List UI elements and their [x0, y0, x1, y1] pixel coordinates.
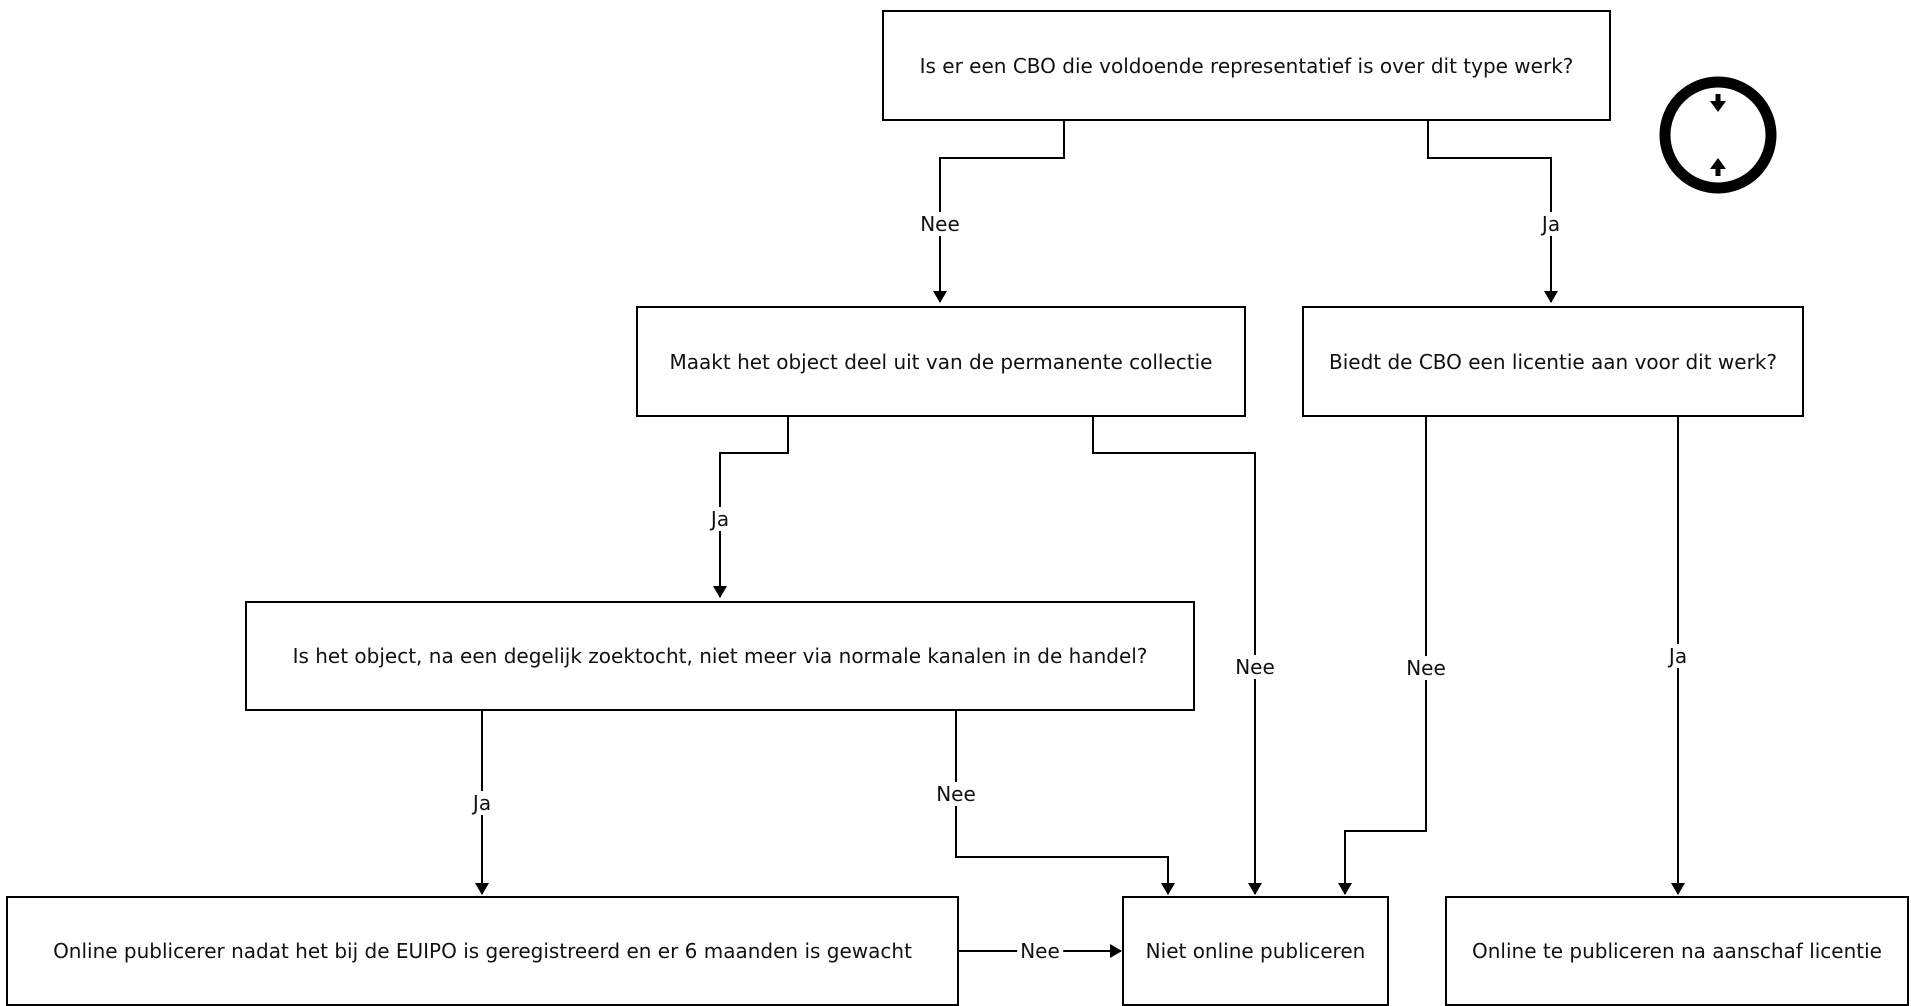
edge-label-handel-ja: Ja [469, 791, 495, 815]
edge-label-collectie-ja: Ja [707, 507, 733, 531]
result-publish-after-license[interactable]: Online te publiceren na aanschaf licenti… [1445, 896, 1909, 1006]
edge-label-licentie-nee: Nee [1403, 656, 1449, 680]
edge-handel-nee [955, 711, 1175, 895]
edge-label-euipo-nee: Nee [1017, 939, 1063, 963]
edge-cbo-ja [1427, 121, 1558, 303]
question-cbo-license[interactable]: Biedt de CBO een licentie aan voor dit w… [1302, 306, 1804, 417]
edge-licentie-nee [1338, 417, 1427, 895]
question-out-of-commerce[interactable]: Is het object, na een degelijk zoektocht… [245, 601, 1195, 711]
edge-label-cbo-ja: Ja [1538, 212, 1564, 236]
edge-label-cbo-nee: Nee [917, 212, 963, 236]
question-cbo-representative[interactable]: Is er een CBO die voldoende representati… [882, 10, 1611, 121]
result-do-not-publish[interactable]: Niet online publiceren [1122, 896, 1389, 1006]
question-permanent-collection[interactable]: Maakt het object deel uit van de permane… [636, 306, 1246, 417]
result-euipo-publish[interactable]: Online publicerer nadat het bij de EUIPO… [6, 896, 959, 1006]
edge-label-licentie-ja: Ja [1665, 644, 1691, 668]
edge-label-handel-nee: Nee [933, 782, 979, 806]
fit-vertical-icon[interactable] [1659, 76, 1777, 194]
edge-label-collectie-nee: Nee [1232, 655, 1278, 679]
